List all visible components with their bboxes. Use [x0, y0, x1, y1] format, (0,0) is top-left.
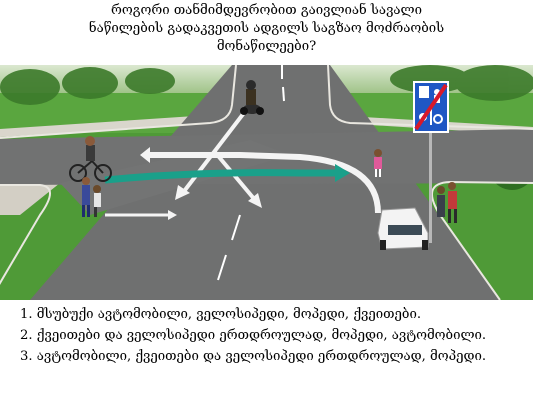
pedestrian-group-right	[437, 182, 457, 223]
answer-option-2[interactable]: 2. ქვეითები და ველოსიპედი ერთდროულად, მო…	[20, 328, 487, 343]
car	[377, 207, 429, 250]
child-pedestrian	[374, 149, 382, 177]
arrowhead	[175, 185, 190, 200]
arrowhead	[168, 210, 177, 220]
answer-options: 1. მსუბუქი ავტომობილი, ველოსიპედი, მოპედ…	[20, 304, 525, 367]
question-text: როგორი თანმიმდევრობით გაივლიან სავალი ნა…	[80, 2, 453, 56]
question-line: მონაწილეები?	[216, 39, 317, 54]
arrowhead	[140, 147, 150, 163]
arrowhead	[248, 193, 262, 208]
cyclist	[69, 136, 112, 182]
sidewalk	[0, 183, 60, 215]
moped-rider	[240, 80, 264, 115]
sidewalk	[0, 115, 218, 137]
lane-markings	[217, 65, 285, 281]
answer-option-1[interactable]: 1. მსუბუქი ავტომობილი, ველოსიპედი, მოპედ…	[20, 307, 422, 322]
shared-path-end-sign	[413, 81, 449, 243]
car-turn-arrow	[150, 152, 381, 214]
pedestrian-group-left	[82, 177, 101, 217]
intersection-illustration	[0, 65, 533, 300]
answer-option-3[interactable]: 3. ავტომობილი, ქვეითები და ველოსიპედი ერ…	[20, 349, 487, 364]
question-line: ნაწილების გადაკვეთის ადგილს საგზაო მოძრა…	[88, 21, 445, 36]
question-line: როგორი თანმიმდევრობით გაივლიან სავალი	[111, 3, 422, 18]
movement-arrows	[104, 103, 381, 220]
arrowhead	[335, 164, 350, 182]
bicycle-arrow	[104, 169, 335, 184]
tree-line	[0, 65, 533, 105]
